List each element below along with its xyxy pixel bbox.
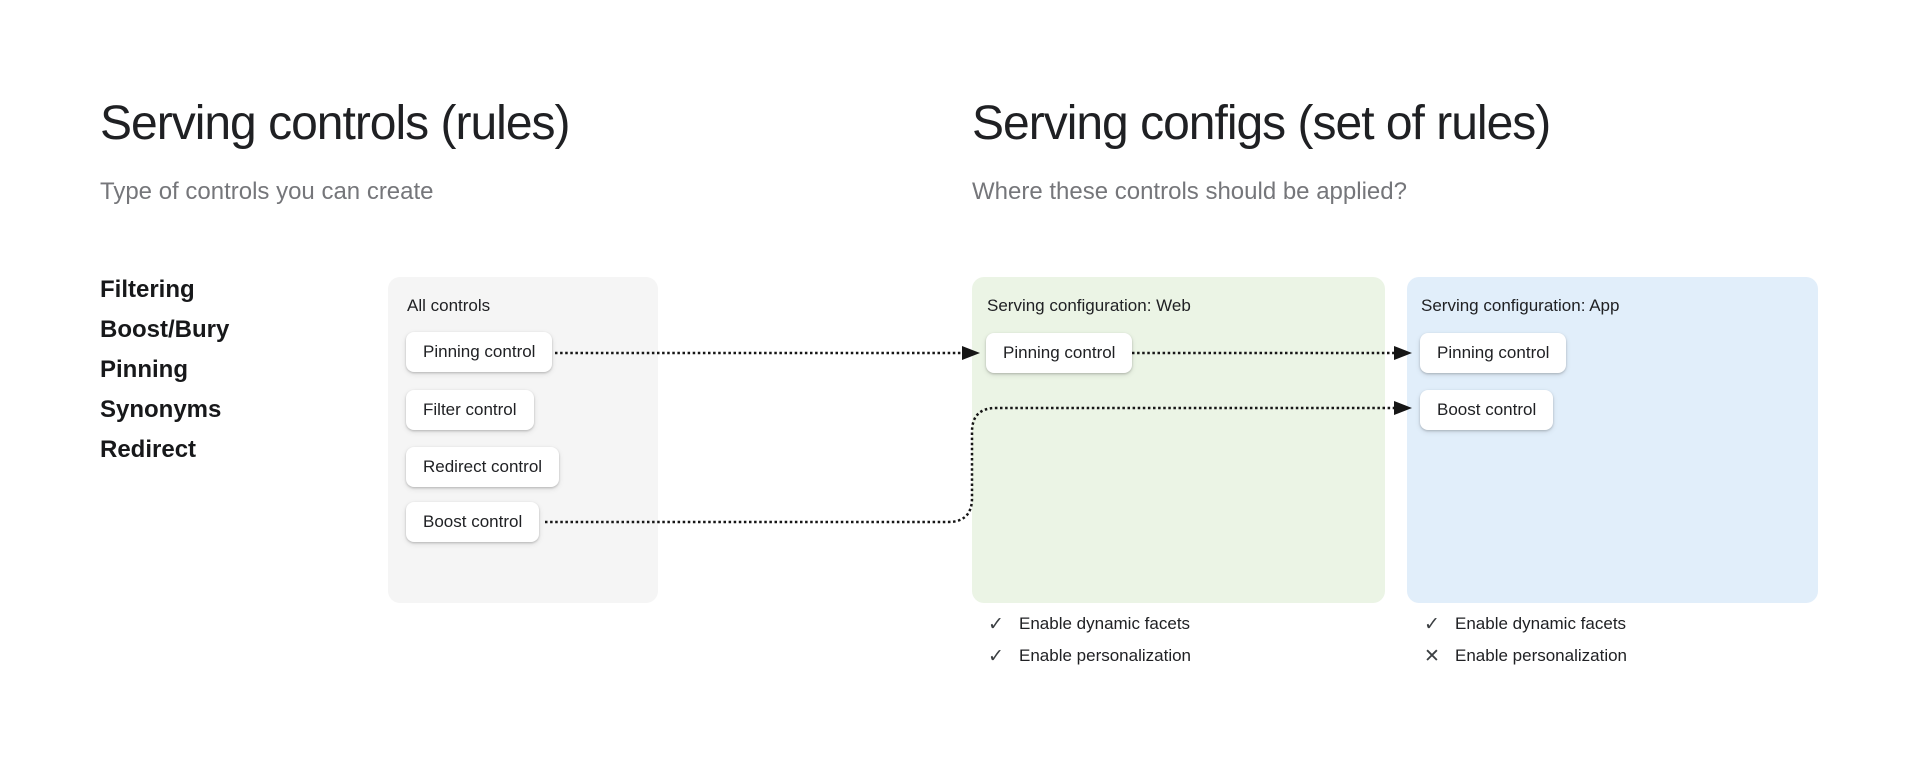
check-icon: ✓ (988, 645, 1004, 667)
app-boost-control-chip: Boost control (1420, 390, 1554, 430)
control-type-boost-bury: Boost/Bury (100, 316, 230, 343)
all-controls-card: All controls Pinning control Filter cont… (388, 277, 658, 603)
check-icon: ✓ (988, 613, 1004, 635)
app-config-card-label: Serving configuration: App (1421, 296, 1620, 315)
app-feature-dynamic-facets: ✓ Enable dynamic facets (1424, 613, 1626, 635)
web-pinning-control-chip: Pinning control (986, 333, 1133, 373)
boost-control-chip: Boost control (406, 502, 540, 542)
feature-label: Enable personalization (1019, 646, 1192, 665)
control-types-list: Filtering Boost/Bury Pinning Synonyms Re… (100, 270, 229, 470)
pinning-control-chip: Pinning control (406, 332, 553, 372)
feature-label: Enable dynamic facets (1019, 614, 1191, 633)
filter-control-chip: Filter control (406, 390, 534, 430)
configs-section-title: Serving configs (set of rules) (972, 97, 1551, 150)
feature-label: Enable personalization (1455, 646, 1628, 665)
web-config-card: Serving configuration: Web Pinning contr… (972, 277, 1385, 603)
all-controls-card-label: All controls (407, 296, 491, 315)
control-type-pinning: Pinning (100, 356, 188, 383)
cross-icon: ✕ (1424, 645, 1440, 667)
web-config-card-label: Serving configuration: Web (987, 296, 1191, 315)
app-feature-personalization: ✕ Enable personalization (1424, 645, 1627, 667)
control-type-filtering: Filtering (100, 276, 195, 303)
web-feature-personalization: ✓ Enable personalization (988, 645, 1191, 667)
app-config-card: Serving configuration: App Pinning contr… (1407, 277, 1818, 603)
control-type-redirect: Redirect (100, 436, 197, 463)
controls-section-title: Serving controls (rules) (100, 97, 570, 150)
control-type-synonyms: Synonyms (100, 396, 222, 423)
check-icon: ✓ (1424, 613, 1440, 635)
app-pinning-control-chip: Pinning control (1420, 333, 1567, 373)
redirect-control-chip: Redirect control (406, 447, 560, 487)
configs-section-subtitle: Where these controls should be applied? (972, 178, 1407, 205)
feature-label: Enable dynamic facets (1455, 614, 1627, 633)
controls-section-subtitle: Type of controls you can create (100, 178, 434, 205)
web-feature-dynamic-facets: ✓ Enable dynamic facets (988, 613, 1190, 635)
